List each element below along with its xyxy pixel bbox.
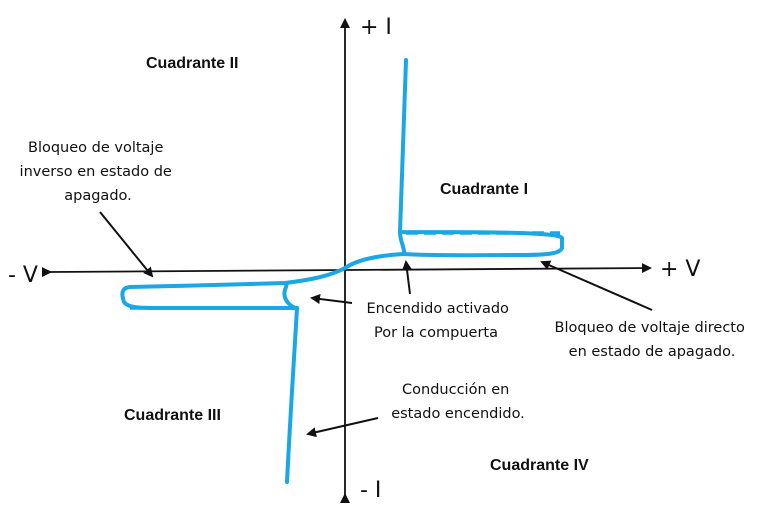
reverse-blocking-note: Bloqueo de voltaje inverso en estado de … — [20, 140, 177, 204]
y-positive-label: + I — [360, 15, 392, 40]
reverse-blocking-arrow — [99, 211, 154, 278]
gate-turn-on-arrow-left — [310, 294, 353, 304]
gate-turn-on-note: Encendido activado Por la compuerta — [366, 301, 513, 341]
quadrant-1-label: Cuadrante I — [440, 181, 528, 198]
on-conduction-note: Conducción en estado encendido. — [391, 382, 525, 422]
quadrant-3-label: Cuadrante III — [124, 407, 221, 424]
x-positive-label: + V — [660, 257, 700, 282]
gate-turn-on-arrow-up — [402, 260, 412, 295]
forward-blocking-note: Bloqueo de voltaje directo en estado de … — [555, 320, 750, 360]
y-negative-label: - I — [360, 478, 381, 503]
x-negative-label: - V — [8, 263, 38, 288]
on-state-rise-curve — [343, 252, 406, 270]
reverse-conduction-curve — [285, 306, 299, 484]
forward-blocking-arrow — [540, 260, 653, 311]
reverse-curve — [120, 266, 347, 310]
quadrant-4-label: Cuadrante IV — [490, 457, 589, 474]
on-conduction-arrow — [306, 417, 379, 438]
quadrant-2-label: Cuadrante II — [146, 55, 238, 72]
forward-curve — [398, 58, 564, 258]
